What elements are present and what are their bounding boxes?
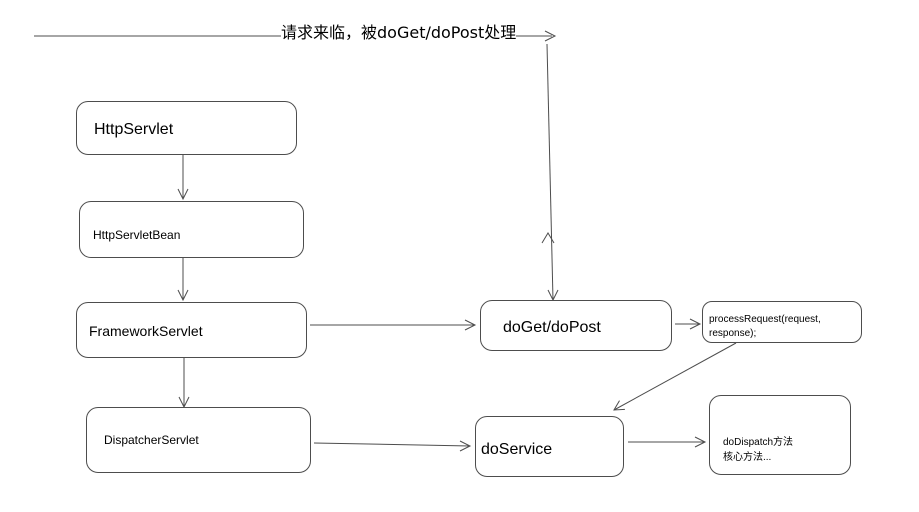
node-httpservlet: HttpServlet (76, 101, 297, 155)
arrow-dispatcher-to-doservice (313, 442, 471, 447)
arrow-process-to-doservice-head (613, 400, 625, 411)
node-httpservletbean: HttpServletBean (79, 201, 304, 258)
arrow-doservice-to-dodispatch-head (694, 436, 707, 448)
node-httpservlet-label: HttpServlet (94, 121, 174, 138)
request-drop-mid-tick (541, 232, 555, 244)
node-processrequest: processRequest(request, response); (702, 301, 862, 343)
arrow-doget-to-process-head (689, 318, 702, 330)
node-dodispatch-label-line2: 核心方法... (723, 452, 772, 463)
request-drop-line (546, 43, 554, 301)
node-doget-dopost-label: doGet/doPost (503, 319, 601, 336)
node-httpservletbean-label: HttpServletBean (93, 228, 181, 242)
arrow-process-to-doservice (613, 342, 737, 411)
arrow-dispatcher-to-doservice-head (459, 440, 472, 452)
node-dispatcherservlet-label: DispatcherServlet (104, 433, 199, 447)
node-dispatcherservlet: DispatcherServlet (86, 407, 311, 473)
node-doservice: doService (475, 416, 624, 477)
node-frameworkservlet-label: FrameworkServlet (89, 323, 203, 339)
arrow-httpservlet-to-bean-head (177, 188, 189, 201)
node-processrequest-label: processRequest(request, response); (709, 314, 821, 339)
request-label: 请求来临，被doGet/doPost处理 (281, 19, 517, 43)
arrow-bean-to-framework-head (177, 289, 189, 302)
node-doservice-label: doService (481, 441, 553, 458)
node-doget-dopost: doGet/doPost (480, 300, 672, 351)
node-dodispatch: doDispatch方法 核心方法... (709, 395, 851, 475)
request-arrowhead (544, 30, 557, 42)
arrow-framework-to-doget-head (464, 319, 477, 331)
node-frameworkservlet: FrameworkServlet (76, 302, 307, 358)
node-dodispatch-label-line1: doDispatch方法 (723, 437, 794, 448)
